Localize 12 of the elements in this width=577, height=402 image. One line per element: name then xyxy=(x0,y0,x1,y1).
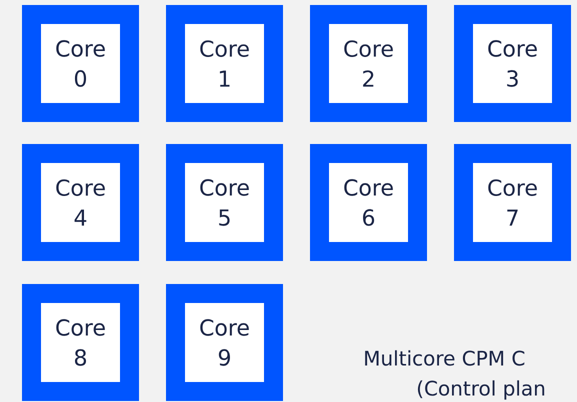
core-box: Core 2 xyxy=(310,5,427,122)
core-box: Core 6 xyxy=(310,144,427,261)
caption-text: (Control plan xyxy=(418,380,544,400)
core-box: Core 1 xyxy=(166,5,283,122)
core-box: Core 5 xyxy=(166,144,283,261)
core-box: Core 9 xyxy=(166,284,283,401)
core-box: Core 7 xyxy=(454,144,571,261)
core-box: Core 3 xyxy=(454,5,571,122)
caption-text: Multicore CPM C xyxy=(365,350,524,366)
core-box: Core 4 xyxy=(22,144,139,261)
core-box: Core 8 xyxy=(22,284,139,401)
core-box: Core 0 xyxy=(22,5,139,122)
